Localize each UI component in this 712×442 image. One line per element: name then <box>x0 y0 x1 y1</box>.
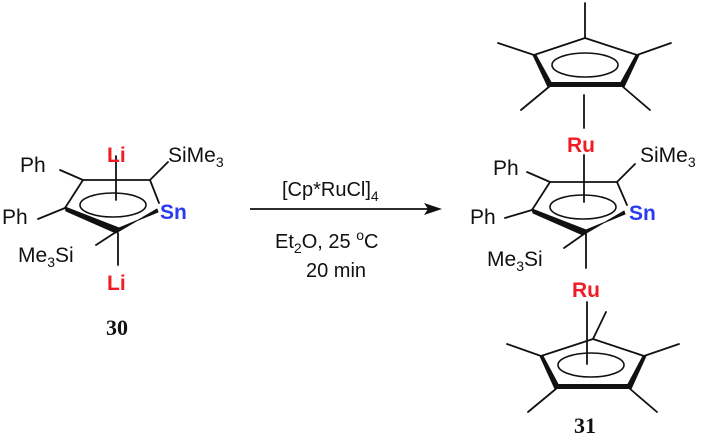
bond <box>563 233 585 249</box>
ph-group-2: Ph <box>2 206 28 229</box>
bond <box>584 37 638 56</box>
compound-31: Ru Ph Ph Sn SiMe3 Me3Si Ru <box>470 2 696 438</box>
compound-30: Li Li Sn Ph Ph SiMe3 Me3Si 30 <box>2 144 224 340</box>
wedge-bond <box>64 206 120 234</box>
bond <box>149 179 160 204</box>
bond <box>616 163 636 183</box>
li-top-atom: Li <box>107 144 126 167</box>
sime3-group: SiMe3 <box>168 144 224 170</box>
aromatic-ring <box>557 352 625 378</box>
aromatic-ring <box>549 194 617 220</box>
time-text: 20 min <box>306 260 366 282</box>
bond <box>59 169 84 181</box>
methyl-bond <box>520 85 551 111</box>
compound-label-31: 31 <box>574 413 596 438</box>
wedge-bond <box>531 208 587 236</box>
wedge-bond <box>539 355 560 390</box>
ph-group-1: Ph <box>493 157 519 180</box>
methyl-bond <box>527 387 558 413</box>
methyl-bond <box>628 387 658 413</box>
methyl-bond <box>592 311 607 340</box>
reagent-text: [Cp*RuCl]4 <box>282 179 379 204</box>
ph-group-2: Ph <box>470 206 496 229</box>
compound-label-30: 30 <box>106 315 128 340</box>
methyl-bond <box>643 343 680 357</box>
wedge-bond <box>115 208 159 234</box>
bond <box>504 209 533 219</box>
methyl-bond <box>506 343 542 357</box>
bond <box>533 37 586 56</box>
wedge-bond <box>582 210 626 236</box>
bond <box>37 207 66 220</box>
bond <box>616 181 628 206</box>
me3si-group: Me3Si <box>487 248 543 274</box>
ph-group-1: Ph <box>20 154 46 177</box>
bold-bond <box>550 82 622 87</box>
bold-bond <box>557 384 629 389</box>
aromatic-ring <box>551 52 619 78</box>
solvent-temp-text: Et2O, 25 oC <box>275 227 378 256</box>
methyl-bond <box>636 42 672 56</box>
reaction-arrow: [Cp*RuCl]4 Et2O, 25 oC 20 min <box>250 179 442 282</box>
bond <box>95 231 117 246</box>
bond <box>526 171 551 183</box>
ru-top-atom: Ru <box>567 134 595 157</box>
sime3-group: SiMe3 <box>640 144 696 170</box>
sn-atom: Sn <box>160 201 187 224</box>
arrow-head-icon <box>424 203 442 215</box>
wedge-bond <box>619 54 640 88</box>
bond <box>592 338 645 357</box>
methyl-bond <box>497 42 535 56</box>
bond <box>531 181 551 211</box>
li-bottom-atom: Li <box>107 272 126 295</box>
bond <box>149 161 169 181</box>
methyl-bond <box>621 85 651 111</box>
bond <box>64 179 84 209</box>
cp-star-bottom <box>506 311 680 413</box>
aromatic-ring <box>79 192 147 218</box>
bond <box>540 338 594 357</box>
ru-bottom-atom: Ru <box>572 279 600 302</box>
me3si-group: Me3Si <box>18 244 74 270</box>
cp-star-top <box>497 2 672 111</box>
wedge-bond <box>626 355 647 390</box>
wedge-bond <box>532 54 553 88</box>
sn-atom: Sn <box>629 202 656 225</box>
